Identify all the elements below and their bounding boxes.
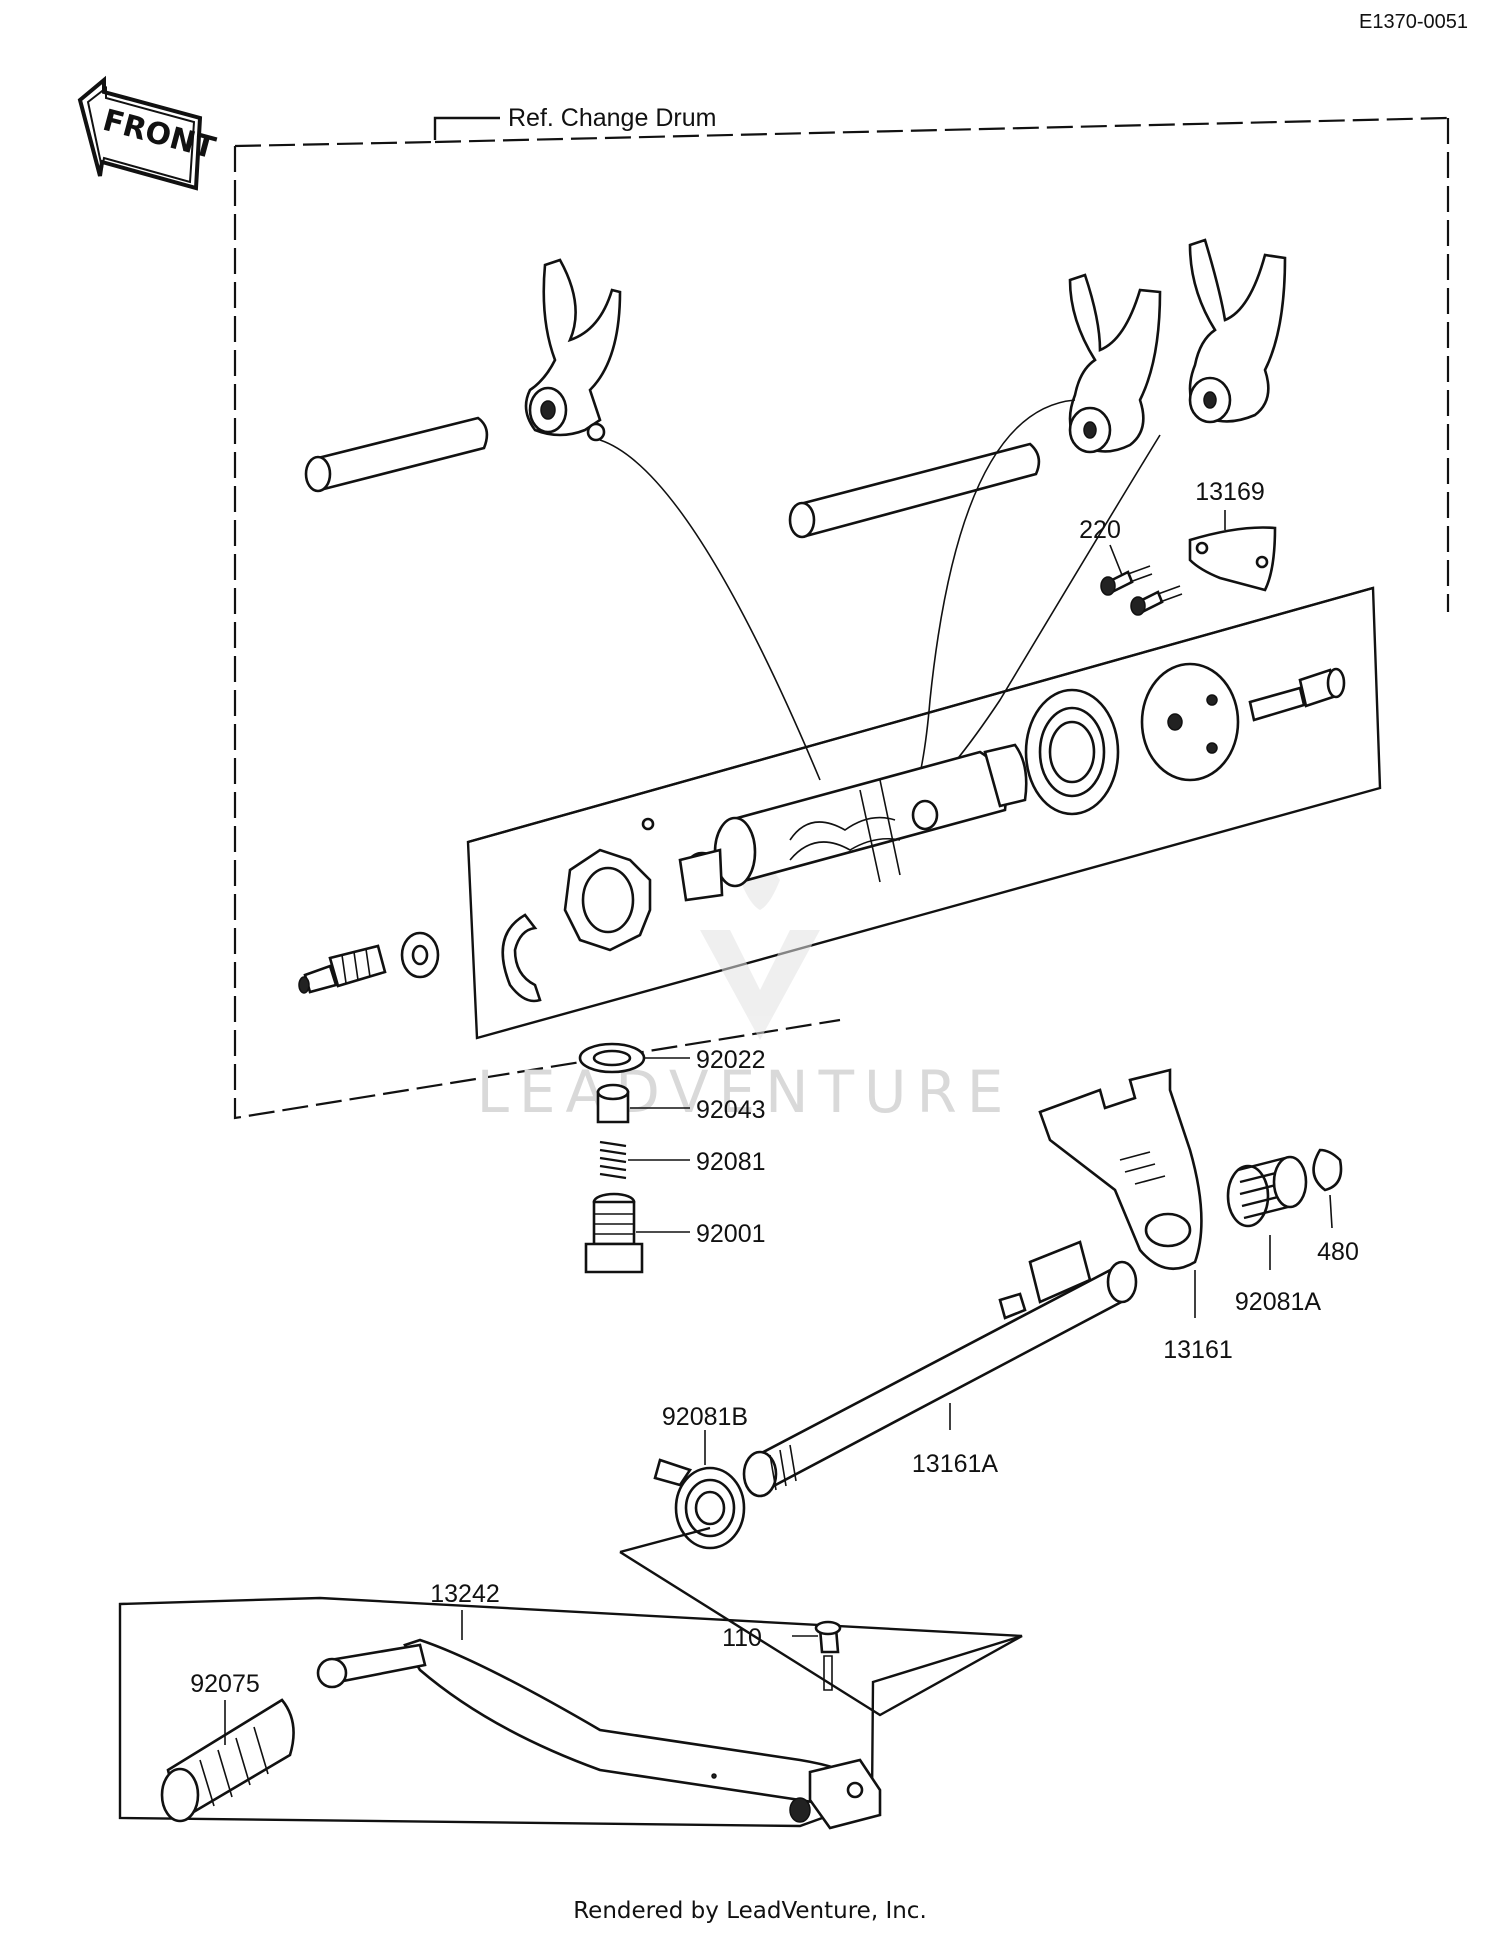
shift-pedal-13242	[316, 1638, 882, 1830]
shift-fork-center	[1068, 273, 1162, 454]
callout-92081A: 92081A	[1235, 1288, 1322, 1316]
footer-credit: Rendered by LeadVenture, Inc.	[573, 1898, 927, 1924]
callout-13161A: 13161A	[912, 1450, 999, 1478]
shift-rod-right	[788, 442, 1041, 539]
drum-pin-bolt	[1248, 667, 1346, 722]
star-plate	[563, 848, 652, 952]
watermark-text: LEADVENTURE	[477, 1058, 1014, 1126]
callout-13161: 13161	[1163, 1336, 1233, 1364]
pedal-panel	[118, 1596, 1023, 1828]
bolt-110	[814, 1620, 842, 1691]
callout-480: 480	[1317, 1238, 1359, 1266]
callout-92043: 92043	[696, 1096, 766, 1124]
spring-92081	[599, 1140, 627, 1180]
callout-92001: 92001	[696, 1220, 766, 1248]
gasket-92022	[578, 1042, 646, 1074]
bearing	[1024, 688, 1120, 816]
drum-panel-top	[467, 586, 1374, 844]
callout-13242: 13242	[430, 1580, 500, 1608]
callout-92081: 92081	[696, 1148, 766, 1176]
circlip	[501, 913, 542, 1003]
callout-110: 110	[722, 1624, 762, 1652]
shift-fork-right	[1188, 238, 1287, 424]
callout-92075: 92075	[190, 1670, 260, 1698]
ref-leader	[433, 116, 500, 140]
callout-220: 220	[1079, 516, 1121, 544]
drum-cam-plate	[1140, 662, 1240, 782]
callout-92022: 92022	[696, 1046, 766, 1074]
diagram-code: E1370-0051	[1359, 11, 1468, 33]
shift-arm-13161	[1038, 1068, 1203, 1270]
ref-label: Ref. Change Drum	[508, 104, 716, 132]
plug-92001	[584, 1192, 644, 1274]
drum-pin	[641, 817, 655, 831]
change-drum	[678, 743, 1028, 902]
spring-92081B	[653, 1458, 746, 1550]
callout-92081B: 92081B	[662, 1403, 748, 1431]
pedal-link-line	[619, 1550, 1023, 1717]
shift-shaft-13161A	[742, 1240, 1138, 1498]
guide-line-left-fork	[599, 439, 821, 781]
screw-220-a	[1100, 565, 1153, 596]
pin-92043	[596, 1083, 630, 1124]
plate-13169	[1188, 526, 1277, 592]
neutral-switch	[298, 944, 387, 994]
leader-480	[1329, 1194, 1333, 1229]
screw-220-b	[1130, 585, 1183, 616]
washer	[400, 931, 440, 979]
spring-92081A	[1226, 1155, 1308, 1228]
pedal-rubber-92075	[160, 1698, 295, 1823]
shaft-link-line	[619, 1526, 711, 1554]
shift-rod-left	[304, 416, 489, 493]
front-arrow-icon: FRONT	[77, 75, 219, 191]
ref-frame	[233, 116, 1450, 1120]
circlip-480	[1312, 1148, 1343, 1192]
callout-13169: 13169	[1195, 478, 1265, 506]
leader-220	[1109, 544, 1123, 576]
shift-fork-left	[524, 258, 622, 442]
